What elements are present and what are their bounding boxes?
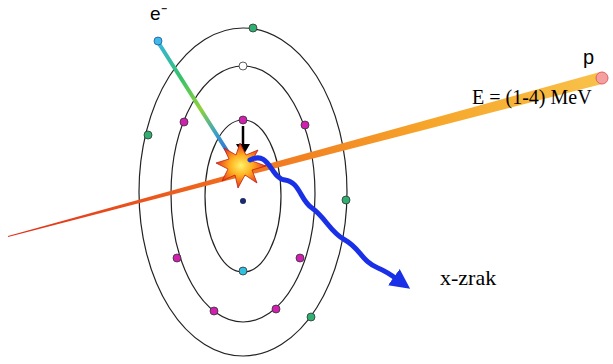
proton-label: p: [583, 46, 594, 68]
electron-label: e⁻: [150, 4, 167, 25]
electrons: [144, 24, 350, 321]
collision-star: [216, 143, 266, 188]
x-ray-label: x-zrak: [440, 266, 496, 290]
x-ray-wave: [250, 158, 402, 283]
proton-beam: [8, 72, 602, 237]
ejected-electron: [154, 37, 162, 45]
electron-track: [158, 42, 236, 165]
nucleus: [240, 198, 246, 204]
proton: [596, 72, 608, 84]
energy-label: E = (1-4) MeV: [472, 86, 592, 108]
